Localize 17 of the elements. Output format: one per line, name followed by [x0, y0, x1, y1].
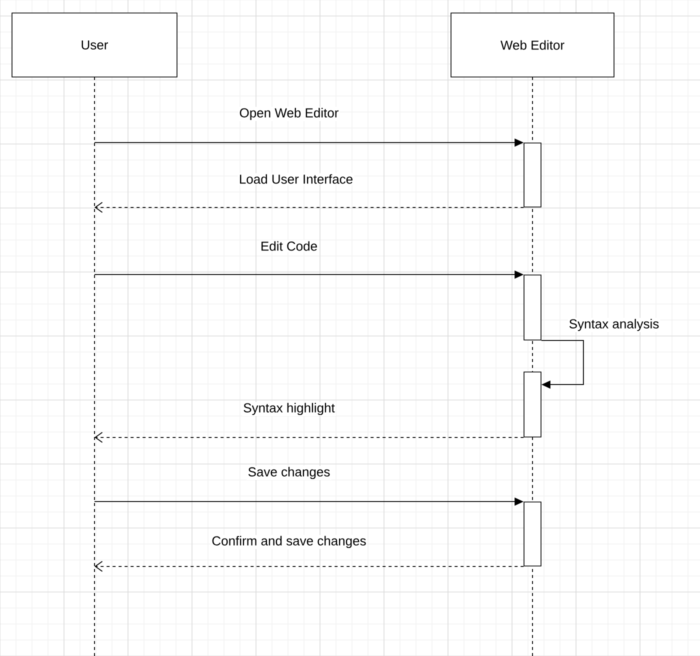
- message-label: Edit Code: [259, 240, 319, 252]
- message-label: Confirm and save changes: [210, 534, 368, 550]
- message-label: Load User Interface: [238, 173, 354, 185]
- return-arrow: [94, 432, 524, 443]
- activation-bar: [524, 372, 542, 438]
- lifeline-box: Web Editor: [450, 12, 614, 78]
- message-label: Save changes: [246, 466, 332, 480]
- self-message-arrow: [540, 340, 584, 389]
- message-label: Syntax analysis: [568, 318, 660, 332]
- activation-bar: [524, 274, 542, 340]
- lifeline-box: User: [12, 12, 178, 78]
- message-label: Syntax highlight: [242, 402, 336, 416]
- return-arrow: [94, 560, 524, 572]
- activation-bar: [524, 502, 542, 566]
- return-arrow: [94, 202, 524, 213]
- activation-bar: [524, 142, 542, 208]
- message-label: Open Web Editor: [238, 106, 340, 122]
